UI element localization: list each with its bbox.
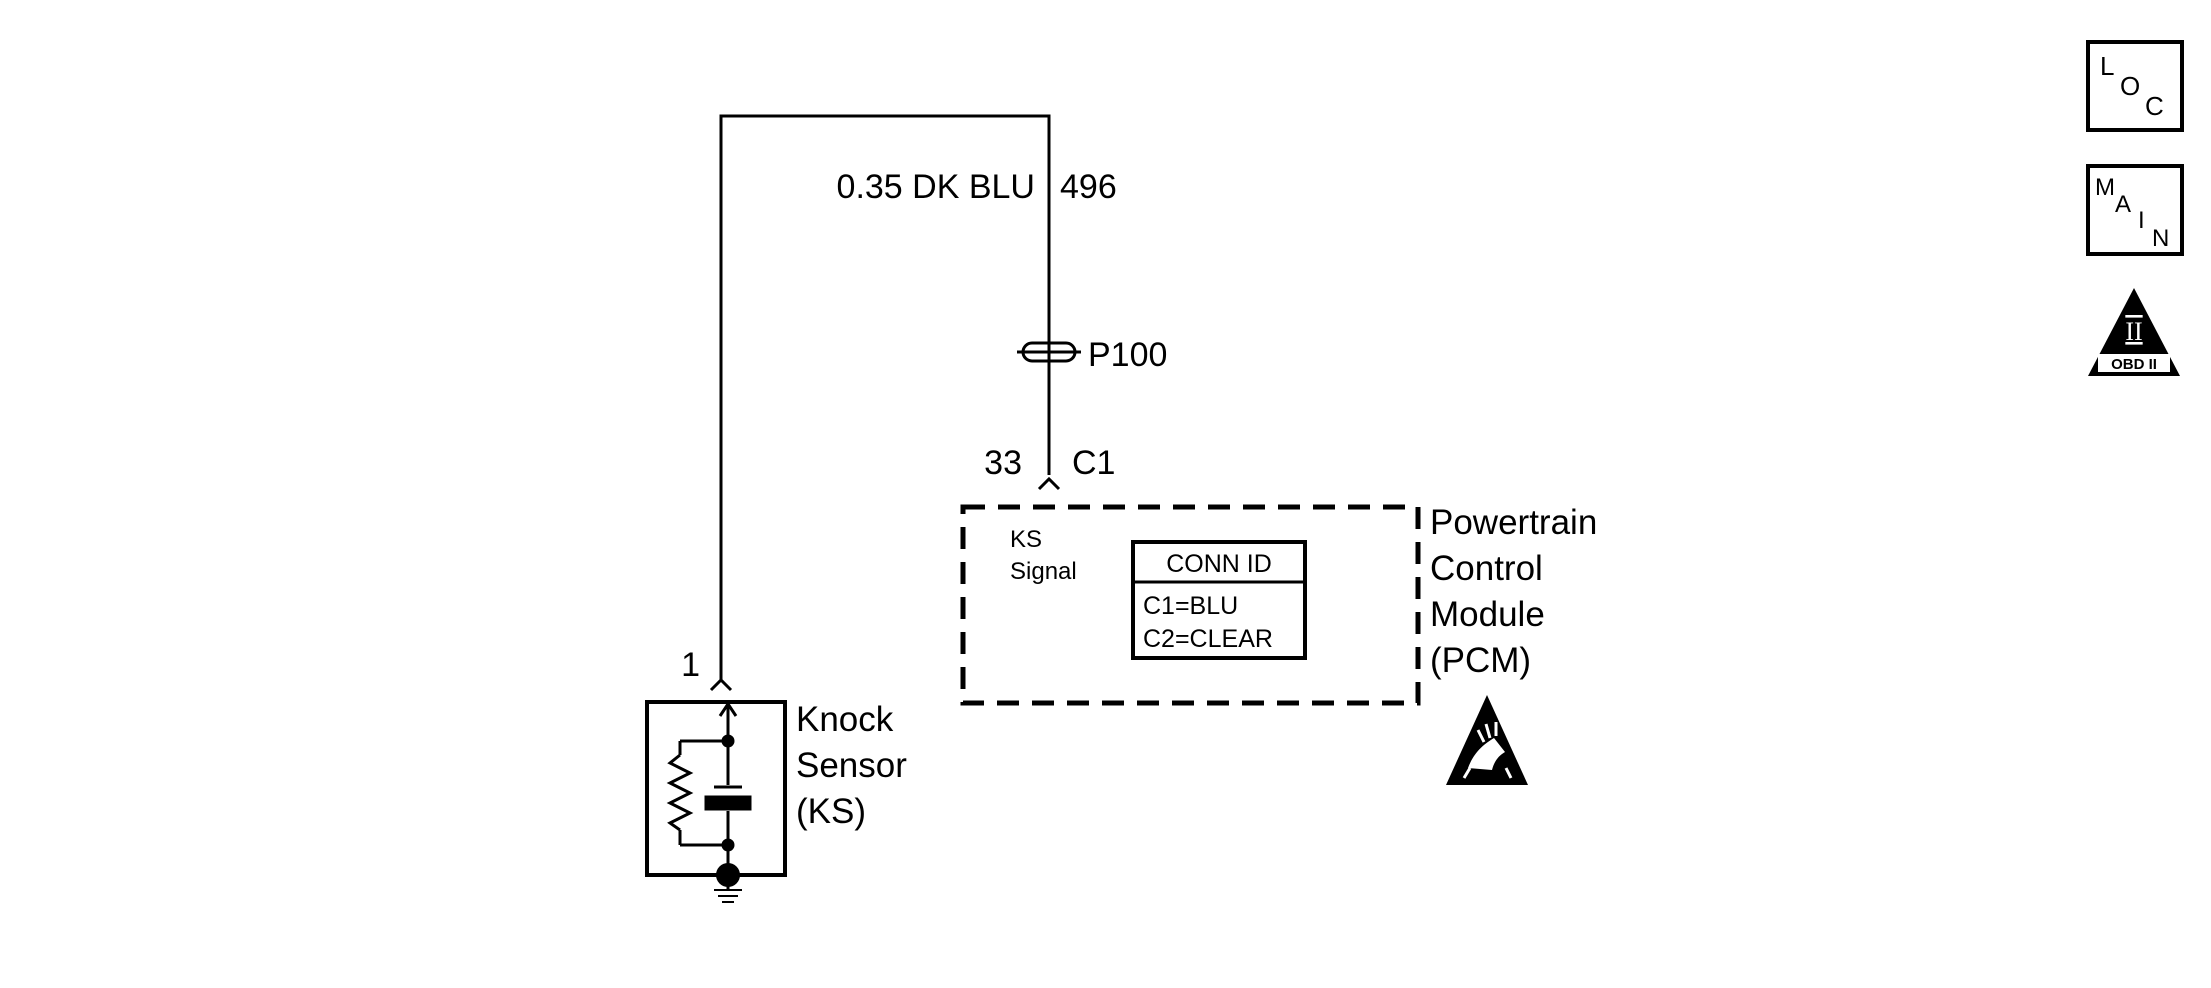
ks-signal-wire [719, 114, 1051, 680]
splice-p100-symbol [1017, 336, 1081, 368]
sensor-name-line2: Sensor [796, 746, 907, 785]
loc-icon[interactable] [2086, 40, 2184, 132]
obd-ii-roman: II [2125, 317, 2142, 346]
obd-ii-text: OBD II [2111, 356, 2157, 373]
loc-letter-o: O [2120, 71, 2140, 101]
splice-label: P100 [1088, 336, 1167, 374]
loc-button[interactable]: L O C [2086, 40, 2184, 132]
ks-signal-label-line1: KS [1010, 526, 1042, 553]
conn-id-header: CONN ID [1166, 550, 1272, 578]
pcm-name-line4: (PCM) [1430, 641, 1531, 680]
ks-signal-label-line2: Signal [1010, 558, 1077, 585]
pcm-name-line2: Control [1430, 549, 1543, 588]
pcm-name-line1: Powertrain [1430, 503, 1597, 542]
esd-warning-icon [1446, 695, 1528, 785]
pcm-connector-chevron [1037, 476, 1061, 491]
conn-id-table [1131, 540, 1307, 660]
sensor-name-line3: (KS) [796, 792, 866, 831]
loc-letter-c: C [2145, 91, 2164, 121]
obd-ii-button[interactable]: II OBD II [2088, 288, 2180, 376]
sensor-pin-label: 1 [681, 646, 700, 684]
main-letter-m: M [2095, 174, 2115, 201]
pcm-name-line3: Module [1430, 595, 1545, 634]
sensor-name-line1: Knock [796, 700, 894, 739]
conn-id-row-c1: C1=BLU [1143, 592, 1238, 620]
pcm-connector-name: C1 [1072, 444, 1115, 482]
main-letter-n: N [2152, 225, 2169, 252]
sensor-connector-chevron [709, 677, 733, 692]
main-icon[interactable] [2086, 164, 2184, 256]
conn-id-row-c2: C2=CLEAR [1143, 625, 1273, 653]
loc-letter-l: L [2100, 51, 2114, 81]
knock-sensor-internal-circuit [666, 701, 752, 875]
wire-circuit-label: 496 [1060, 168, 1117, 206]
ground-icon [714, 863, 742, 903]
main-button[interactable]: M A I N [2086, 164, 2184, 256]
pcm-connector-pin: 33 [984, 444, 1022, 482]
main-letter-a: A [2115, 191, 2131, 218]
main-letter-i: I [2138, 207, 2145, 234]
wire-size-color-label: 0.35 DK BLU [837, 168, 1035, 206]
pcm-module-boundary [960, 504, 1421, 706]
